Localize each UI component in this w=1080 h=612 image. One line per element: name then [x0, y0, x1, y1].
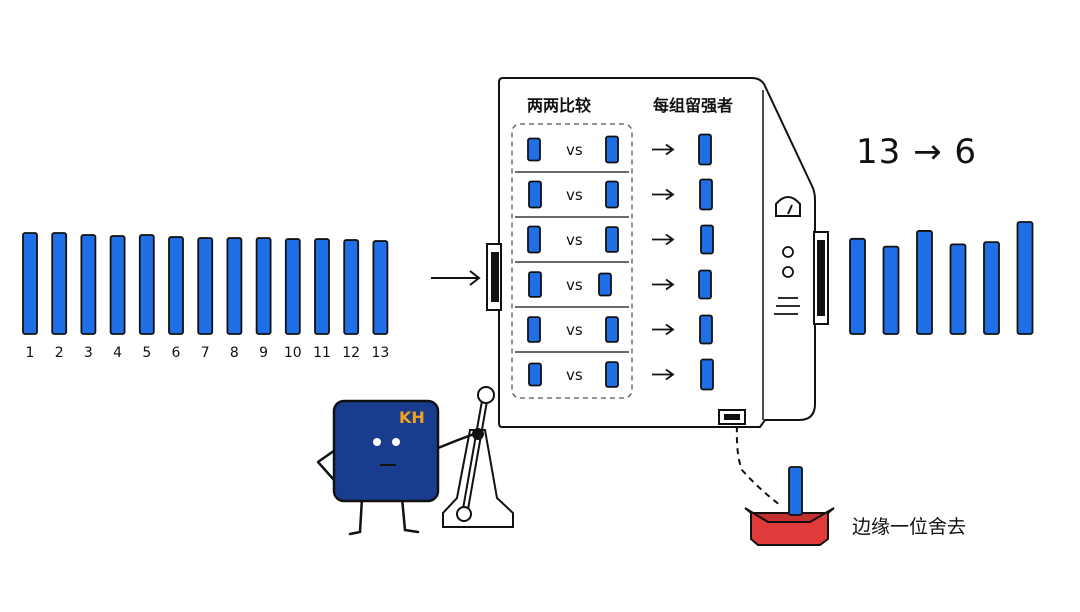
- input-index-label: 10: [283, 345, 302, 361]
- input-index-label: 3: [83, 345, 93, 361]
- row-arrow: [652, 368, 675, 381]
- input-index-label: 5: [142, 345, 152, 361]
- lever: [442, 386, 514, 528]
- input-bar: [197, 237, 214, 335]
- input-bar: [226, 237, 243, 335]
- winner-bar: [699, 314, 713, 345]
- pair-left-bar: [528, 362, 542, 387]
- pair-right-bar: [598, 272, 612, 297]
- result-bars: [849, 221, 1034, 335]
- box-robot-mascot: [316, 399, 484, 536]
- result-bar: [1016, 221, 1034, 335]
- vs-label: vs: [566, 320, 583, 339]
- result-bar: [916, 230, 933, 335]
- input-index-label: 1: [25, 345, 35, 361]
- vs-label: vs: [566, 185, 583, 204]
- left-column-header: 两两比较: [527, 96, 592, 115]
- robot-label: KH: [399, 408, 425, 427]
- reduction-summary: 13 → 6: [856, 132, 977, 172]
- pair-left-bar: [527, 225, 541, 254]
- result-bar: [949, 243, 967, 335]
- input-index-label: 12: [342, 345, 361, 361]
- right-column-header: 每组留强者: [653, 96, 734, 115]
- input-bar: [343, 239, 360, 335]
- pair-right-bar: [605, 135, 619, 164]
- pair-rows: [515, 133, 714, 391]
- input-index-label: 9: [259, 345, 269, 361]
- gauge-icon: [775, 196, 801, 217]
- input-bars: [22, 232, 389, 335]
- row-arrow: [652, 323, 675, 336]
- machine-knob: [782, 266, 794, 278]
- input-index-label: 6: [171, 345, 181, 361]
- input-index-label: 13: [371, 345, 390, 361]
- input-index-label: 7: [200, 345, 210, 361]
- input-bar: [80, 234, 97, 335]
- row-arrow: [652, 233, 675, 246]
- input-index-label: 11: [313, 345, 331, 361]
- winner-bar: [700, 358, 714, 391]
- row-arrow: [652, 278, 675, 291]
- pair-right-bar: [605, 180, 619, 209]
- row-arrow: [652, 143, 675, 156]
- discard-label: 边缘一位舍去: [852, 516, 967, 538]
- pair-left-bar: [528, 180, 542, 209]
- discard-path: [735, 425, 781, 506]
- discarded-bar: [788, 466, 803, 516]
- vs-label: vs: [566, 140, 583, 159]
- pair-right-bar: [605, 226, 619, 253]
- pair-left-bar: [527, 137, 541, 162]
- winner-bar: [699, 178, 713, 211]
- input-bar: [314, 238, 330, 335]
- winner-bar: [698, 133, 712, 166]
- input-bar: [284, 238, 301, 335]
- winner-bar: [700, 224, 714, 255]
- input-bar: [109, 235, 126, 335]
- input-bar: [51, 232, 68, 335]
- pair-left-bar: [527, 316, 541, 343]
- sorting-machine: [486, 77, 829, 506]
- input-arrow: [431, 270, 481, 286]
- vs-label: vs: [566, 275, 583, 294]
- pair-right-bar: [605, 316, 619, 343]
- input-bar: [22, 232, 38, 335]
- machine-knob: [782, 246, 794, 258]
- row-arrow: [652, 188, 675, 201]
- pair-left-bar: [528, 271, 542, 298]
- vs-label: vs: [566, 365, 583, 384]
- pair-right-bar: [605, 361, 619, 388]
- vent-icon: [774, 297, 800, 315]
- input-bar: [372, 240, 389, 335]
- winner-bar: [698, 269, 712, 300]
- input-index-label: 8: [229, 345, 239, 361]
- input-bar: [168, 236, 184, 335]
- input-bar: [255, 237, 272, 335]
- result-bar: [849, 237, 866, 335]
- result-bar: [882, 245, 900, 335]
- input-index-label: 4: [113, 345, 123, 361]
- vs-label: vs: [566, 230, 583, 249]
- input-index-label: 2: [54, 345, 64, 361]
- result-bar: [983, 241, 1000, 335]
- input-bar: [138, 234, 155, 335]
